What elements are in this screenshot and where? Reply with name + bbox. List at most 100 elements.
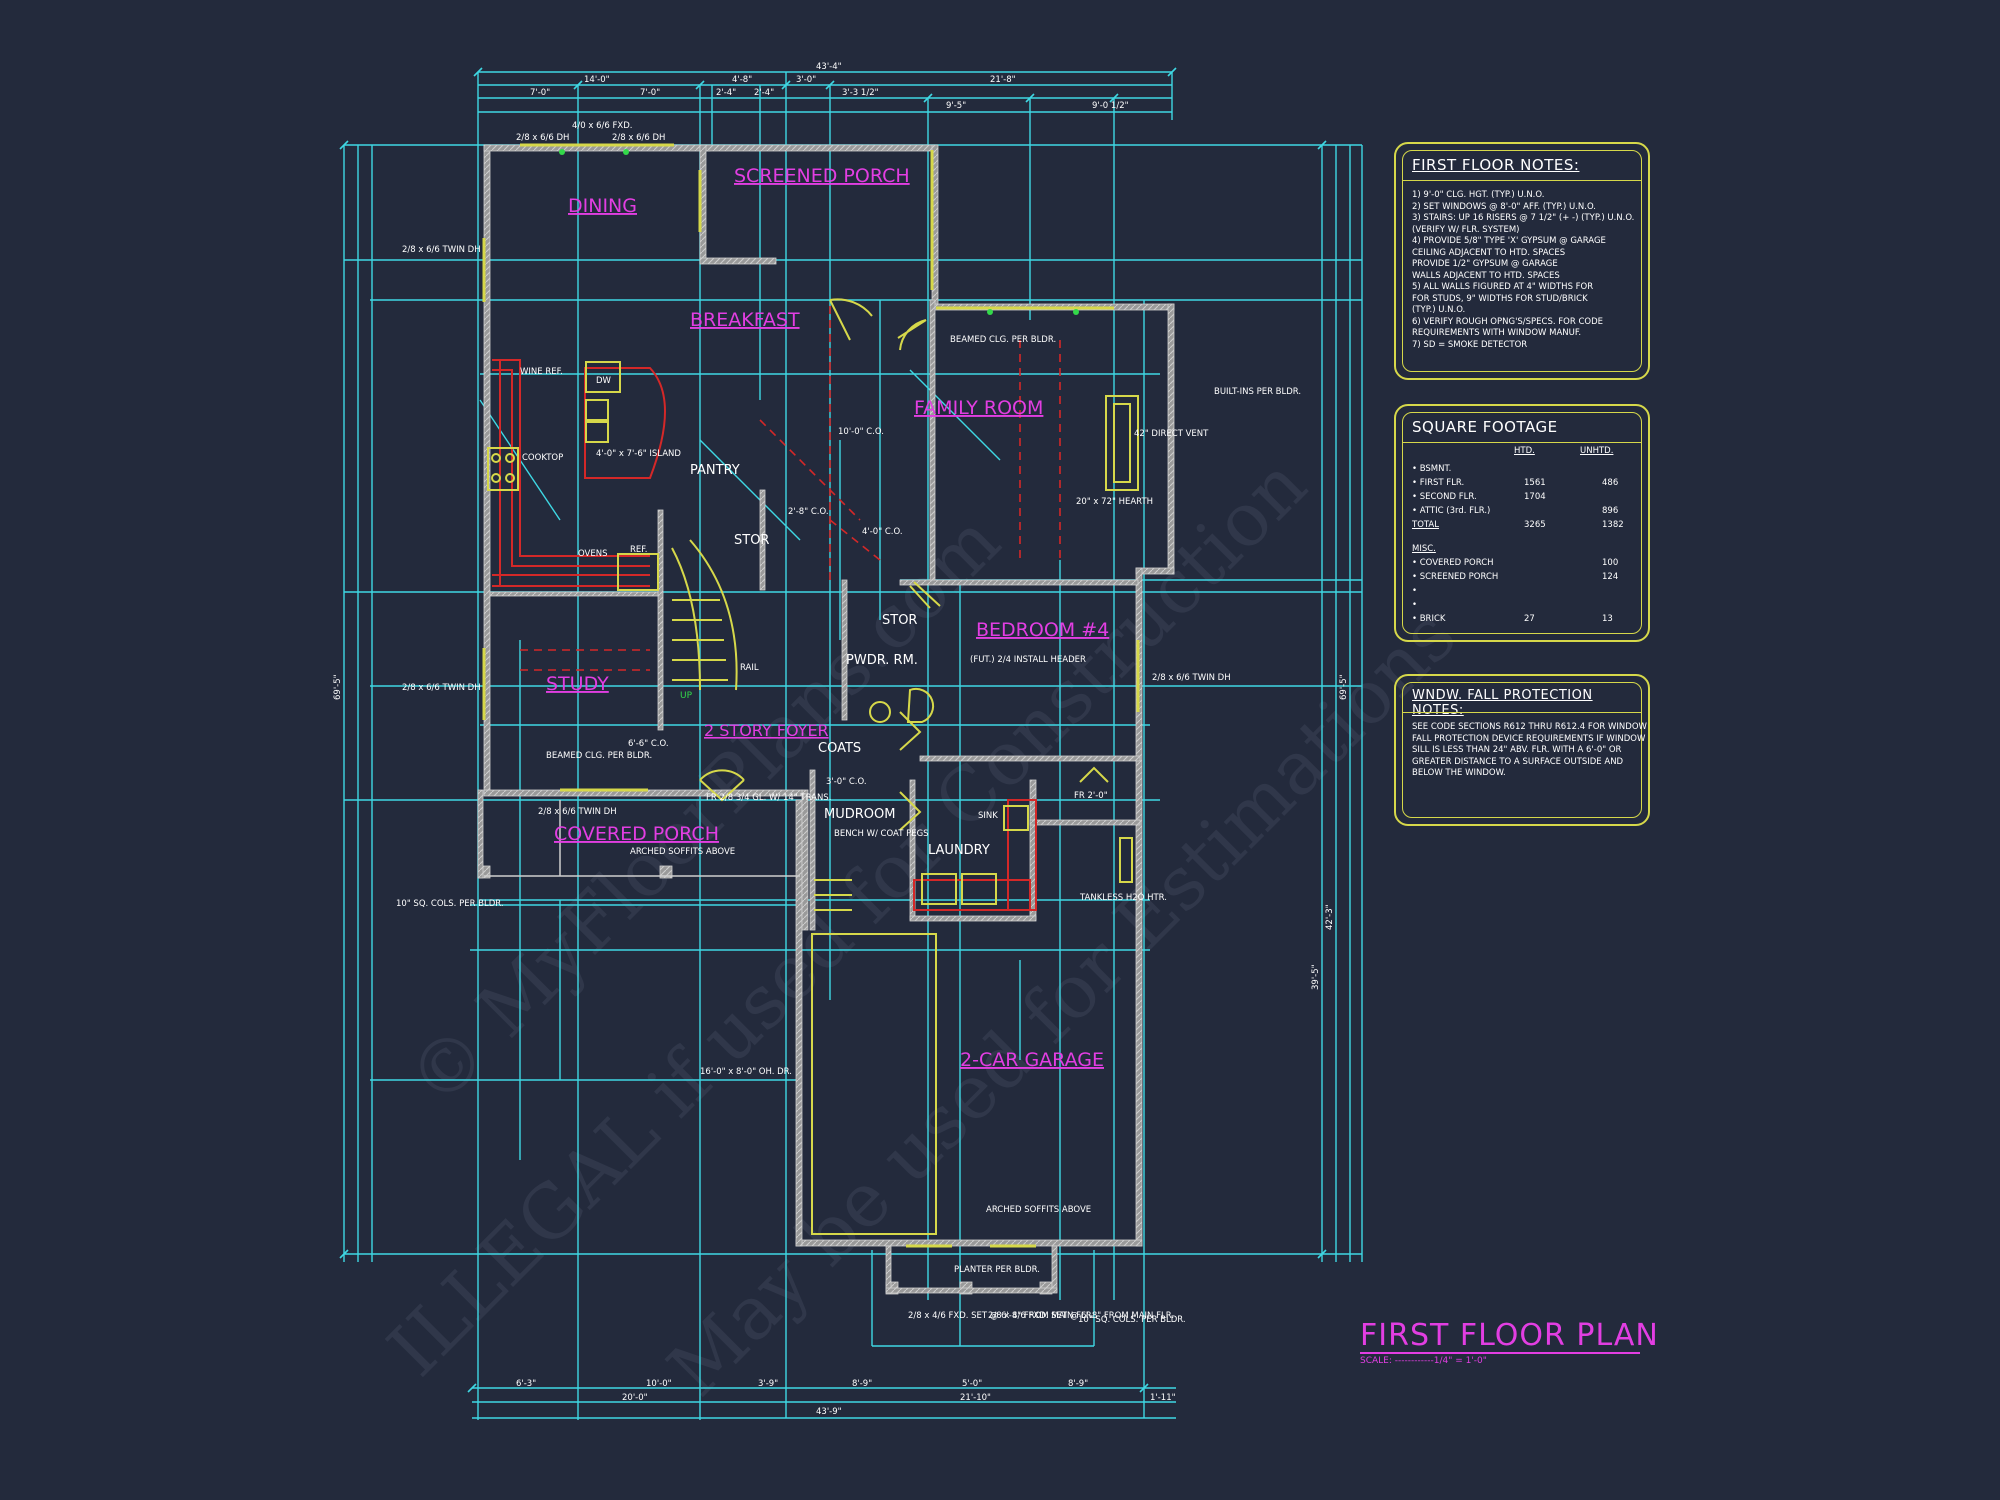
- svg-text:7'-0": 7'-0": [640, 88, 660, 98]
- first-floor-notes-list: 1) 9'-0" CLG. HGT. (TYP.) U.N.O.2) SET W…: [1412, 190, 1634, 351]
- svg-text:BENCH W/ COAT PEGS: BENCH W/ COAT PEGS: [834, 829, 929, 839]
- svg-text:10'-0": 10'-0": [646, 1379, 672, 1389]
- svg-text:COOKTOP: COOKTOP: [522, 453, 563, 463]
- sqft-row-label: • ATTIC (3rd. FLR.): [1412, 506, 1491, 516]
- svg-text:3'-0" C.O.: 3'-0" C.O.: [826, 777, 867, 787]
- note-line: 5) ALL WALLS FIGURED AT 4" WIDTHS FOR: [1412, 282, 1594, 292]
- sqft-row-label: • FIRST FLR.: [1412, 478, 1465, 488]
- svg-text:4'-8": 4'-8": [732, 75, 752, 85]
- svg-text:39'-5": 39'-5": [1311, 964, 1321, 990]
- note-line: 1) 9'-0" CLG. HGT. (TYP.) U.N.O.: [1412, 190, 1545, 200]
- sink-icon: [1003, 805, 1029, 831]
- sqft-row-unhtd: 486: [1602, 478, 1619, 488]
- small-room-labels: PANTRY STOR STOR PWDR. RM. COATS MUDROOM…: [690, 463, 990, 858]
- note-line: 6) VERIFY ROUGH OPNG'S/SPECS. FOR CODE: [1412, 316, 1604, 327]
- svg-text:8'-9": 8'-9": [1068, 1379, 1088, 1389]
- sqft-col-unhtd: UNHTD.: [1580, 446, 1614, 456]
- svg-text:SINK: SINK: [978, 811, 998, 821]
- sqft-row: • BSMNT.: [1412, 464, 1451, 474]
- note-line: 2) SET WINDOWS @ 8'-0" AFF. (TYP.) U.N.O…: [1412, 201, 1597, 212]
- dimension-text: 43'-4" 14'-0" 4'-8" 3'-0" 21'-8" 7'-0" 7…: [333, 62, 1349, 1417]
- svg-text:DW: DW: [596, 376, 612, 386]
- svg-text:4/0 x 6/6 FXD.: 4/0 x 6/6 FXD.: [572, 121, 632, 131]
- svg-text:PLANTER PER BLDR.: PLANTER PER BLDR.: [954, 1265, 1040, 1275]
- sqft-col-htd: HTD.: [1514, 446, 1535, 456]
- svg-text:OVENS: OVENS: [578, 549, 607, 559]
- svg-text:FR 2/8 3/4 GL. W/ 14" TRANS.: FR 2/8 3/4 GL. W/ 14" TRANS.: [706, 793, 831, 803]
- svg-text:(FUT.) 2/4 INSTALL HEADER: (FUT.) 2/4 INSTALL HEADER: [970, 655, 1086, 665]
- room-screened-porch: SCREENED PORCH: [734, 165, 910, 187]
- svg-text:69'-5": 69'-5": [1339, 674, 1349, 700]
- svg-text:4'-0" C.O.: 4'-0" C.O.: [862, 527, 903, 537]
- sqft-row-htd: 27: [1524, 614, 1535, 624]
- svg-text:3'-0": 3'-0": [796, 75, 816, 85]
- room-labels: DINING SCREENED PORCH BREAKFAST FAMILY R…: [546, 165, 1109, 1071]
- annotations: COOKTOP OVENS REF. DW WINE REF. 4'-0" x …: [396, 121, 1301, 1325]
- svg-text:2'-4": 2'-4": [754, 88, 774, 98]
- svg-text:14'-0": 14'-0": [584, 75, 610, 85]
- room-dining: DINING: [568, 195, 637, 217]
- plan-title: FIRST FLOOR PLAN: [1360, 1318, 1659, 1353]
- svg-text:ARCHED SOFFITS ABOVE: ARCHED SOFFITS ABOVE: [986, 1205, 1091, 1215]
- svg-text:21'-8": 21'-8": [990, 75, 1016, 85]
- svg-text:20'-0": 20'-0": [622, 1393, 648, 1403]
- note-line: CEILING ADJACENT TO HTD. SPACES: [1412, 247, 1566, 258]
- note-line: 7) SD = SMOKE DETECTOR: [1412, 339, 1528, 350]
- note-line: BELOW THE WINDOW.: [1412, 768, 1506, 778]
- refrigerator-icon: [617, 553, 659, 591]
- svg-text:FR 2'-0": FR 2'-0": [1074, 791, 1108, 801]
- stair-up-label: UP: [680, 691, 693, 701]
- note-line: PROVIDE 1/2" GYPSUM @ GARAGE: [1412, 259, 1558, 269]
- svg-text:2/8 x 6/6 TWIN DH: 2/8 x 6/6 TWIN DH: [402, 683, 481, 693]
- svg-text:2/8 x 6/6 DH: 2/8 x 6/6 DH: [612, 133, 665, 143]
- sqft-row-htd: 1704: [1524, 492, 1546, 502]
- notes-divider: [1402, 180, 1642, 181]
- sqft-row: • FIRST FLR. 1561 486: [1412, 478, 1618, 488]
- svg-text:42'-3": 42'-3": [1325, 904, 1335, 930]
- room-coats: COATS: [818, 741, 861, 756]
- sqft-row-label: • SCREENED PORCH: [1412, 572, 1499, 582]
- sqft-divider: [1402, 442, 1642, 443]
- room-study: STUDY: [546, 673, 609, 695]
- svg-text:2/8 x 6/6 DH: 2/8 x 6/6 DH: [516, 133, 569, 143]
- svg-text:10'-0" C.O.: 10'-0" C.O.: [838, 427, 884, 437]
- room-mudroom: MUDROOM: [824, 807, 895, 822]
- sqft-row-label: • COVERED PORCH: [1412, 558, 1494, 568]
- sqft-row-htd: 1561: [1524, 478, 1546, 488]
- svg-text:2'-8" C.O.: 2'-8" C.O.: [788, 507, 829, 517]
- svg-text:6'-3": 6'-3": [516, 1379, 536, 1389]
- sqft-row-label: TOTAL: [1412, 520, 1439, 530]
- room-stor-2: STOR: [882, 613, 917, 628]
- svg-text:21'-10": 21'-10": [960, 1393, 991, 1403]
- svg-text:2/8 x 6/6 TWIN DH: 2/8 x 6/6 TWIN DH: [402, 245, 481, 255]
- note-line: 3) STAIRS: UP 16 RISERS @ 7 1/2" (+ -) (…: [1412, 213, 1635, 223]
- svg-text:UP: UP: [680, 691, 693, 701]
- svg-text:5'-0": 5'-0": [962, 1379, 982, 1389]
- plan-scale: SCALE: ------------1/4" = 1'-0": [1360, 1356, 1487, 1366]
- sqft-row-htd: 3265: [1524, 520, 1546, 530]
- room-pwdr: PWDR. RM.: [846, 653, 918, 668]
- watermark: © MyFloorPlans.com ILLEGAL if used for C…: [372, 442, 1472, 1413]
- svg-text:4'-0" x 7'-6" ISLAND: 4'-0" x 7'-6" ISLAND: [596, 449, 681, 459]
- sqft-row: •: [1412, 586, 1417, 596]
- svg-text:10" SQ. COLS. PER BLDR.: 10" SQ. COLS. PER BLDR.: [1078, 1315, 1186, 1325]
- notes-inner-frame: [1402, 150, 1642, 372]
- note-line: GREATER DISTANCE TO A SURFACE OUTSIDE AN…: [1412, 756, 1624, 767]
- svg-text:69'-5": 69'-5": [333, 674, 343, 700]
- svg-text:43'-4": 43'-4": [816, 62, 842, 72]
- dryer-icon: [921, 873, 957, 905]
- sqft-row-label: • BRICK: [1412, 614, 1446, 624]
- svg-text:BEAMED CLG. PER BLDR.: BEAMED CLG. PER BLDR.: [950, 335, 1056, 345]
- svg-text:2/8 x 4/6 FXD. SET @ 6'-8" FRO: 2/8 x 4/6 FXD. SET @ 6'-8" FROM MAIN FLR…: [908, 1311, 1094, 1321]
- room-pantry: PANTRY: [690, 463, 740, 478]
- svg-text:1'-11": 1'-11": [1150, 1393, 1176, 1403]
- note-line: REQUIREMENTS WITH WINDOW MANUF.: [1412, 328, 1582, 338]
- room-breakfast: BREAKFAST: [690, 309, 800, 331]
- svg-text:10" SQ. COLS. PER BLDR.: 10" SQ. COLS. PER BLDR.: [396, 899, 504, 909]
- svg-text:2/8 x 6/6 TWIN DH: 2/8 x 6/6 TWIN DH: [1152, 673, 1231, 683]
